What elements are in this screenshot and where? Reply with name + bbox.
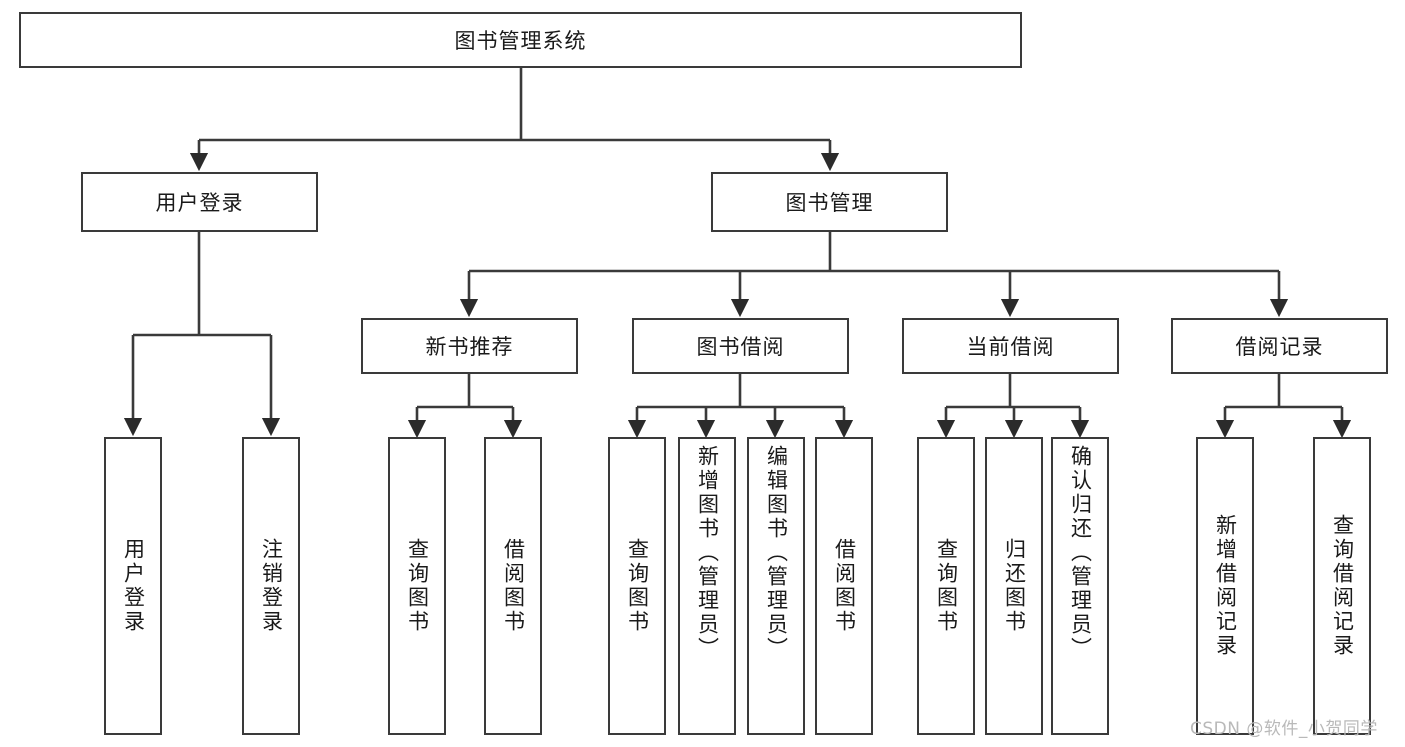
- node-label: 编辑图书（管理员）: [764, 445, 789, 661]
- node-label: 确认归还（管理员）: [1068, 445, 1093, 661]
- node-label: 当前借阅: [966, 335, 1055, 359]
- node-label: 查询图书: [625, 538, 650, 634]
- node-label: 注销登录: [259, 538, 284, 634]
- node-label: 查询图书: [934, 538, 959, 634]
- node-current-borrow[interactable]: 当前借阅: [902, 318, 1119, 374]
- node-label: 新书推荐: [425, 335, 514, 359]
- leaf-cb-confirm-return-admin[interactable]: 确认归还（管理员）: [1051, 437, 1109, 735]
- node-label: 图书管理系统: [454, 29, 587, 53]
- node-book-management[interactable]: 图书管理: [711, 172, 948, 232]
- node-label: 用户登录: [121, 538, 146, 634]
- node-new-book-recommend[interactable]: 新书推荐: [361, 318, 578, 374]
- node-label: 借阅图书: [832, 538, 857, 634]
- node-label: 用户登录: [155, 191, 244, 215]
- leaf-br-add-record[interactable]: 新增借阅记录: [1196, 437, 1254, 735]
- leaf-user-login[interactable]: 用户登录: [104, 437, 162, 735]
- node-user-login[interactable]: 用户登录: [81, 172, 318, 232]
- leaf-cb-return-books[interactable]: 归还图书: [985, 437, 1043, 735]
- node-label: 查询图书: [405, 538, 430, 634]
- leaf-cb-query-books[interactable]: 查询图书: [917, 437, 975, 735]
- leaf-bb-add-book-admin[interactable]: 新增图书（管理员）: [678, 437, 736, 735]
- node-label: 新增借阅记录: [1213, 514, 1238, 658]
- node-label: 借阅图书: [501, 538, 526, 634]
- leaf-logout[interactable]: 注销登录: [242, 437, 300, 735]
- leaf-bb-borrow-books[interactable]: 借阅图书: [815, 437, 873, 735]
- node-label: 图书借阅: [696, 335, 785, 359]
- leaf-nb-query-books[interactable]: 查询图书: [388, 437, 446, 735]
- node-label: 图书管理: [785, 191, 874, 215]
- node-label: 查询借阅记录: [1330, 514, 1355, 658]
- node-root-system[interactable]: 图书管理系统: [19, 12, 1022, 68]
- node-label: 新增图书（管理员）: [695, 445, 720, 661]
- node-book-borrow[interactable]: 图书借阅: [632, 318, 849, 374]
- node-label: 归还图书: [1002, 538, 1027, 634]
- leaf-bb-query-books[interactable]: 查询图书: [608, 437, 666, 735]
- leaf-br-query-record[interactable]: 查询借阅记录: [1313, 437, 1371, 735]
- leaf-bb-edit-book-admin[interactable]: 编辑图书（管理员）: [747, 437, 805, 735]
- node-borrow-records[interactable]: 借阅记录: [1171, 318, 1388, 374]
- leaf-nb-borrow-books[interactable]: 借阅图书: [484, 437, 542, 735]
- node-label: 借阅记录: [1235, 335, 1324, 359]
